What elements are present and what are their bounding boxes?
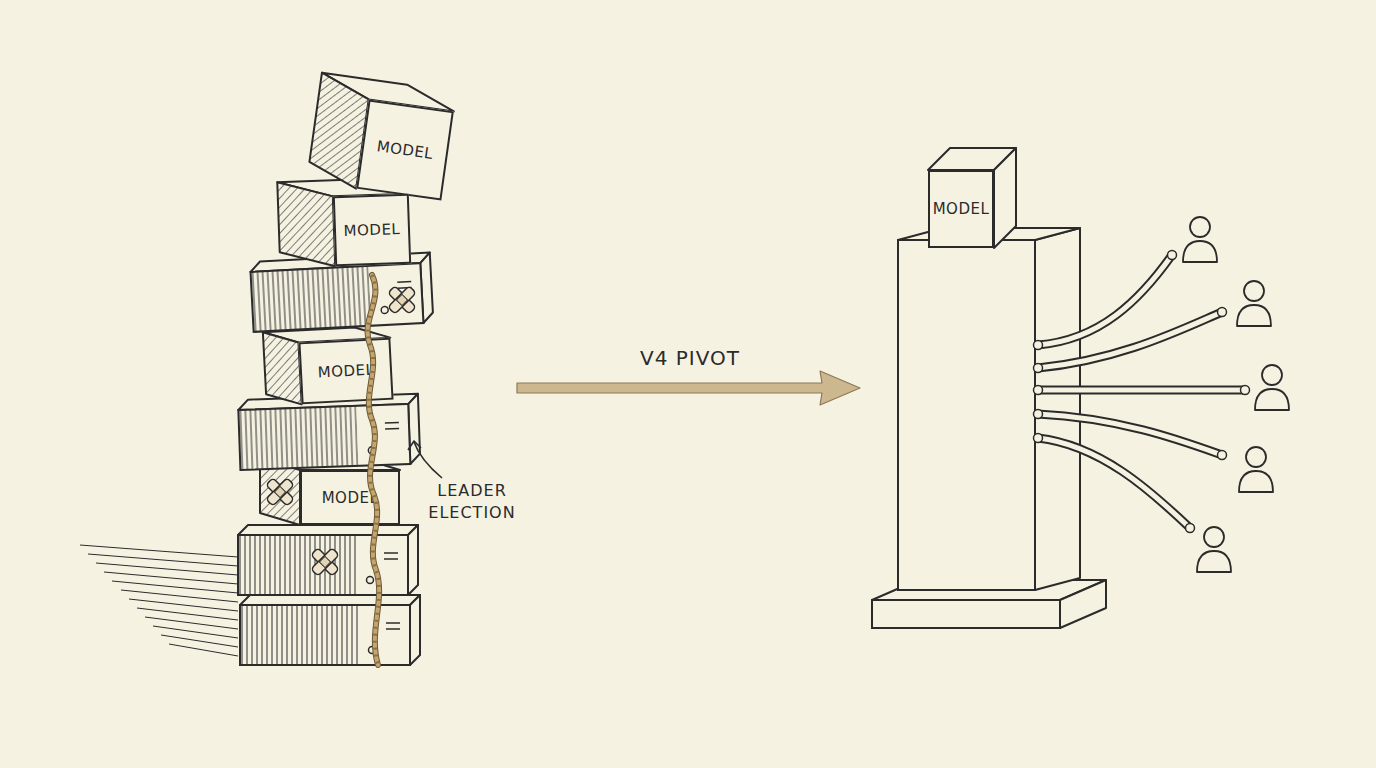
tube-outline	[1038, 438, 1190, 528]
pivot-arrow	[517, 371, 860, 405]
pivot-label: V4 PIVOT	[600, 346, 780, 370]
tube-outline	[1038, 255, 1172, 345]
motion-shadow	[80, 545, 238, 656]
tube-cap	[1034, 434, 1043, 443]
model-block: MODEL	[333, 194, 411, 267]
cube-side-hatch	[277, 180, 335, 268]
tube-cap	[1034, 410, 1043, 419]
tube	[1038, 414, 1222, 455]
pillar-side	[1035, 228, 1080, 590]
pillar	[898, 228, 1080, 590]
bandage	[388, 286, 416, 314]
cube-side	[263, 330, 302, 406]
leader-arrowhead	[408, 441, 421, 450]
block-label: MODEL	[933, 200, 990, 218]
server-box	[240, 595, 420, 665]
cube-side-hatch	[263, 330, 302, 406]
tubes	[1038, 255, 1245, 528]
cube-side	[994, 148, 1016, 248]
model-cube-faces	[307, 73, 457, 201]
rope-body	[367, 275, 379, 665]
tube	[1038, 388, 1245, 393]
shadow-line	[169, 644, 238, 656]
model-block: MODEL	[928, 170, 994, 248]
user-icon	[1255, 365, 1289, 410]
block-label: MODEL	[376, 137, 435, 163]
tube-cap	[1034, 341, 1043, 350]
tube-caps	[1034, 251, 1250, 533]
leader-line	[414, 442, 442, 478]
server-box	[238, 525, 418, 595]
plinth-side	[1060, 580, 1106, 628]
tube-outline	[1038, 386, 1245, 395]
shadow-line	[161, 635, 238, 647]
tube-cap	[1241, 386, 1250, 395]
model-cube-faces	[928, 148, 1016, 248]
tube-cap	[1218, 308, 1227, 317]
tube-cap	[1168, 251, 1177, 260]
model-block: MODEL	[300, 470, 400, 525]
user-icon	[1239, 447, 1273, 492]
user-icon	[1237, 281, 1271, 326]
user-icon	[1183, 217, 1217, 262]
block-label: MODEL	[343, 220, 400, 240]
model-block: MODEL	[356, 99, 454, 200]
bandage	[311, 548, 339, 576]
tube	[1038, 312, 1222, 368]
plinth-front	[872, 600, 1060, 628]
model-cube-faces	[263, 326, 394, 407]
tube-outline	[1038, 414, 1222, 455]
server-box	[238, 394, 420, 470]
tube	[1038, 255, 1172, 345]
tube	[1038, 438, 1190, 528]
block-label: MODEL	[322, 489, 379, 507]
tube-outline	[1038, 312, 1222, 368]
tube-cap	[1034, 386, 1043, 395]
rope	[367, 275, 379, 665]
cube-side	[277, 180, 335, 268]
tube-cap	[1218, 451, 1227, 460]
model-block: MODEL	[298, 338, 393, 405]
tube-cap	[1186, 524, 1195, 533]
user-icon	[1197, 527, 1231, 572]
rope-twist	[367, 275, 379, 665]
rope-outline	[367, 275, 379, 665]
tube-cap	[1034, 364, 1043, 373]
block-label: MODEL	[317, 361, 375, 382]
pillar-front	[898, 240, 1035, 590]
bandage	[266, 478, 294, 506]
callout-label: LEADER ELECTION	[420, 480, 524, 524]
